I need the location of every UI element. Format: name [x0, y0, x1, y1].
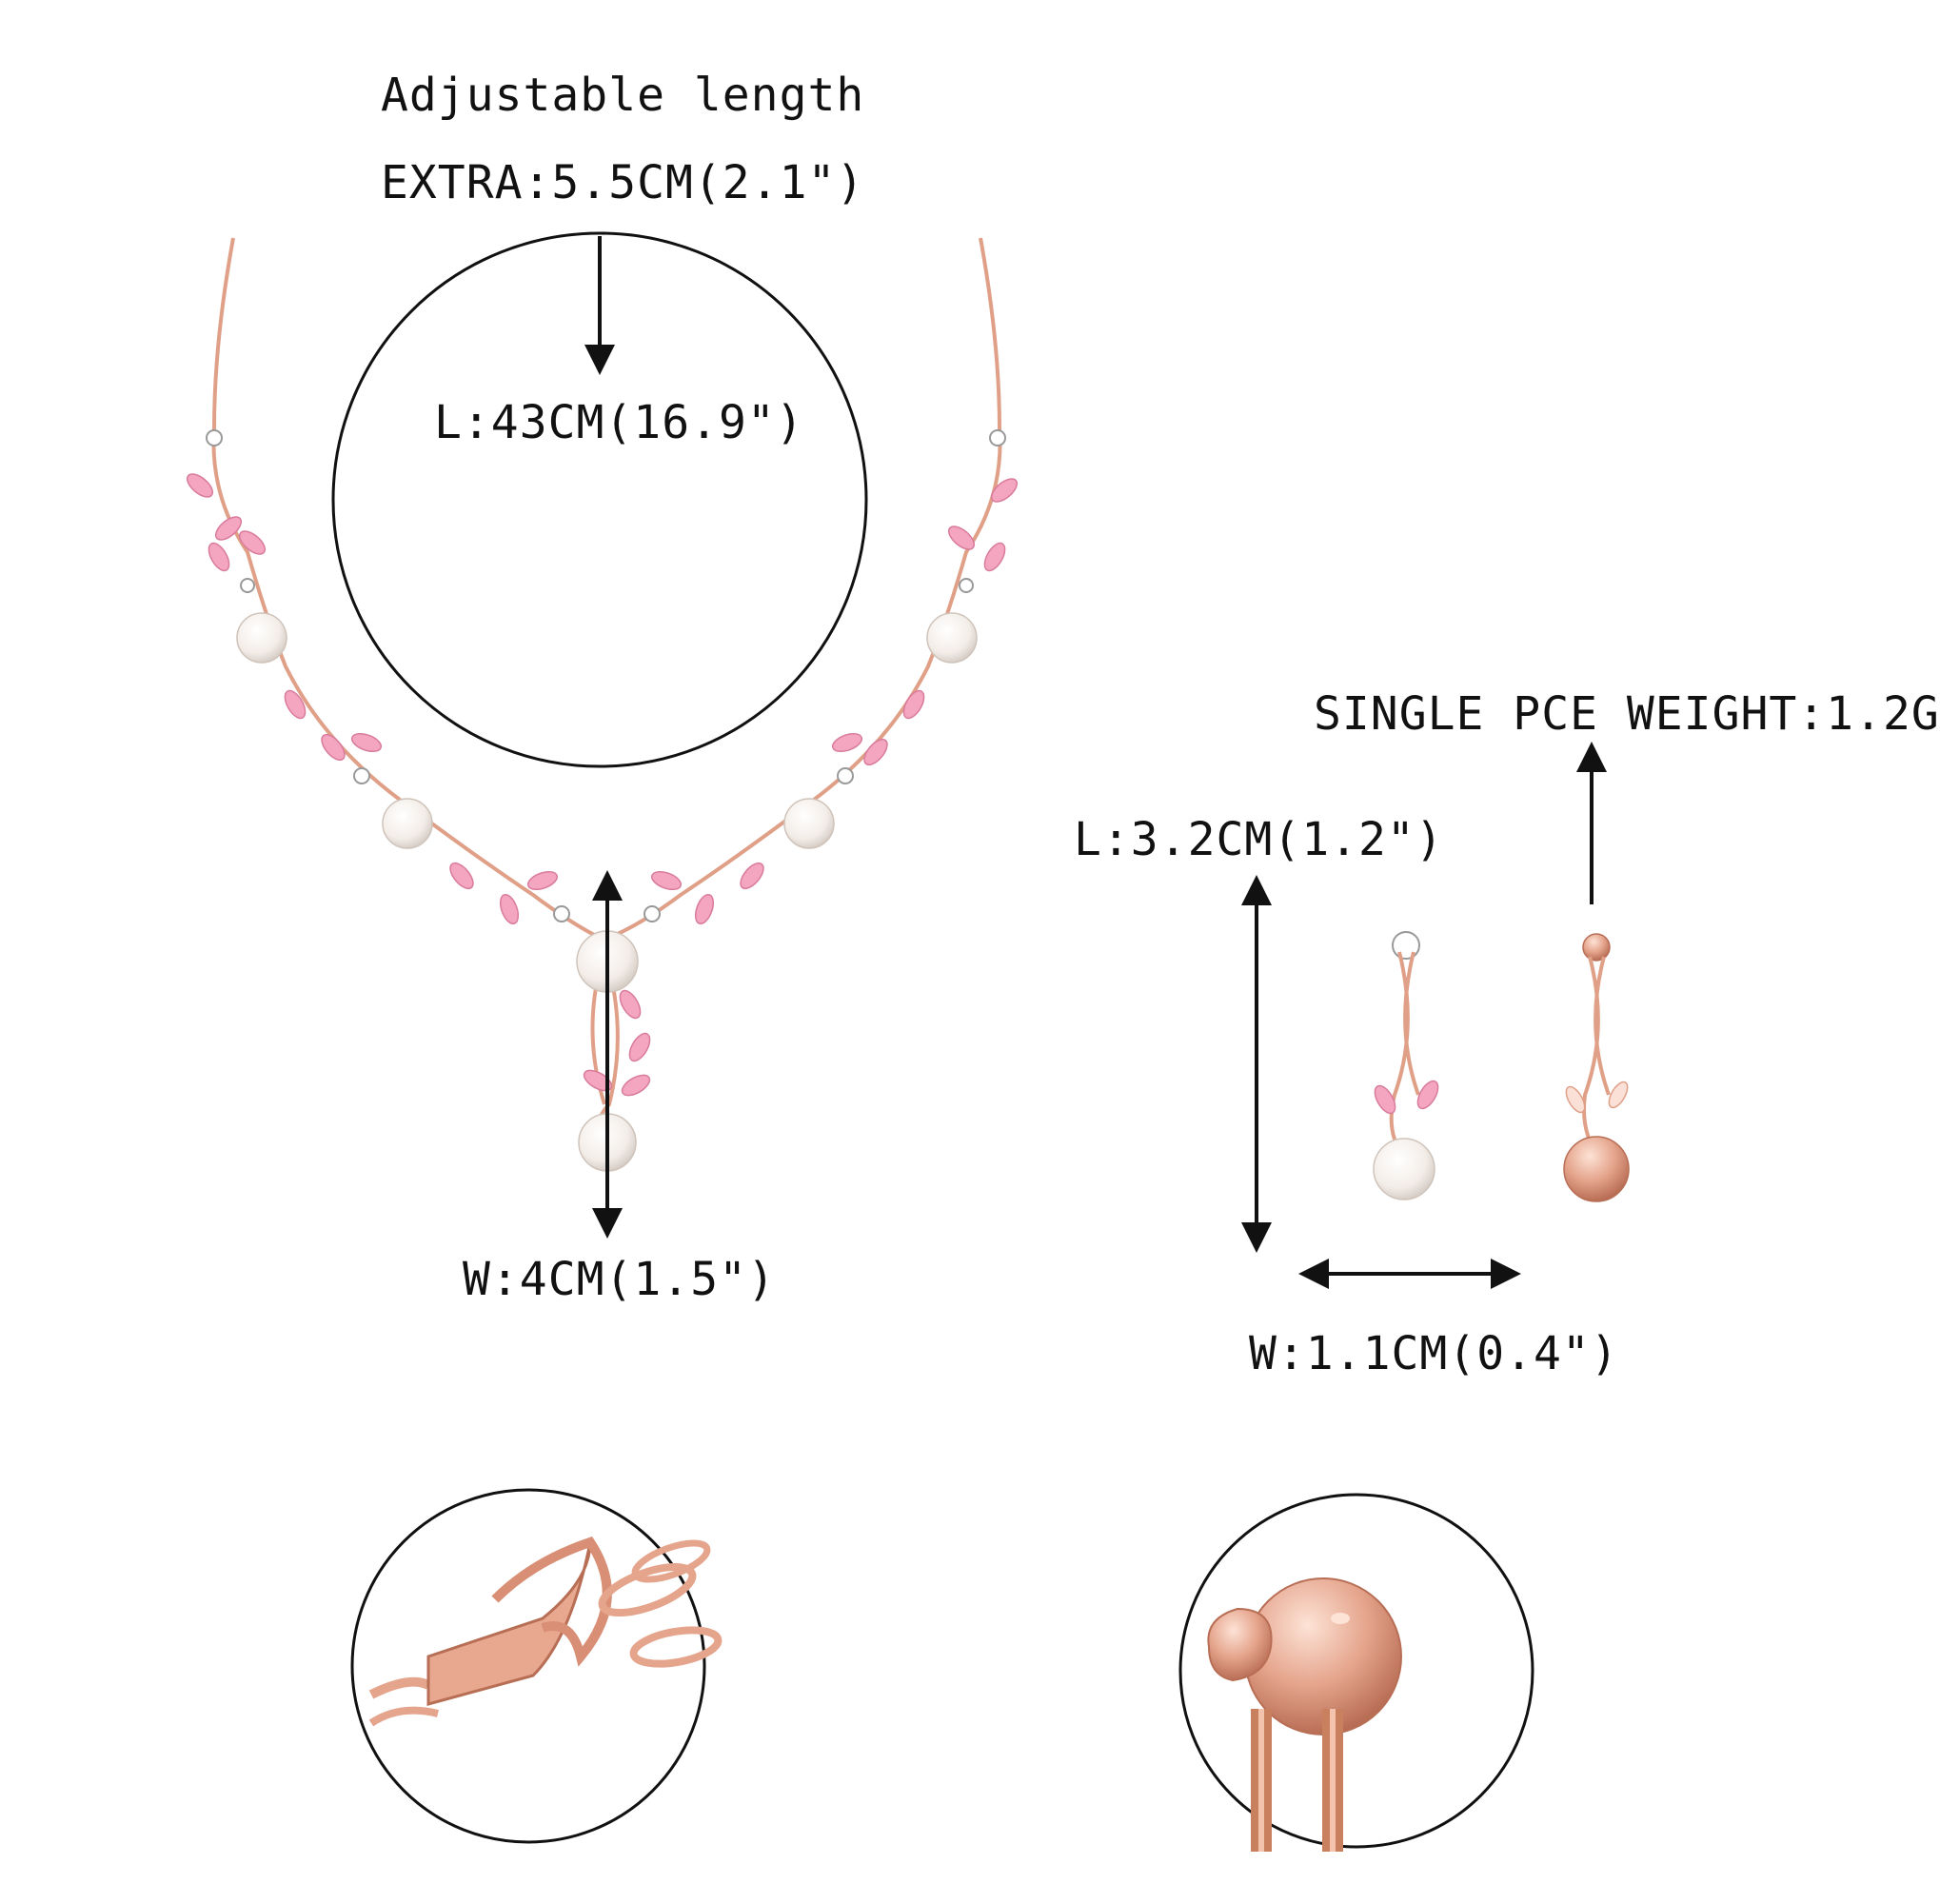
- necklace-length-label: L:43CM(16.9"): [434, 396, 804, 449]
- lobster-clasp-icon: [350, 1488, 723, 1844]
- earring-front: [1373, 951, 1439, 1200]
- pink-crystals: [186, 473, 1019, 1097]
- adjustable-length-label: Adjustable length: [381, 69, 865, 122]
- earring-length-label: L:3.2CM(1.2"): [1074, 813, 1444, 866]
- earring-back: [1563, 933, 1630, 1202]
- necklace-size-circle: [331, 231, 868, 768]
- earring-width-label: W:1.1CM(0.4"): [1249, 1327, 1619, 1380]
- extra-length-label: EXTRA:5.5CM(2.1"): [381, 156, 865, 209]
- clear-crystals: [206, 429, 1420, 960]
- necklace-width-label: W:4CM(1.5"): [463, 1253, 776, 1306]
- earring-weight-label: SINGLE PCE WEIGHT:1.2G: [1314, 687, 1940, 741]
- earring-back-icon: [1178, 1493, 1534, 1852]
